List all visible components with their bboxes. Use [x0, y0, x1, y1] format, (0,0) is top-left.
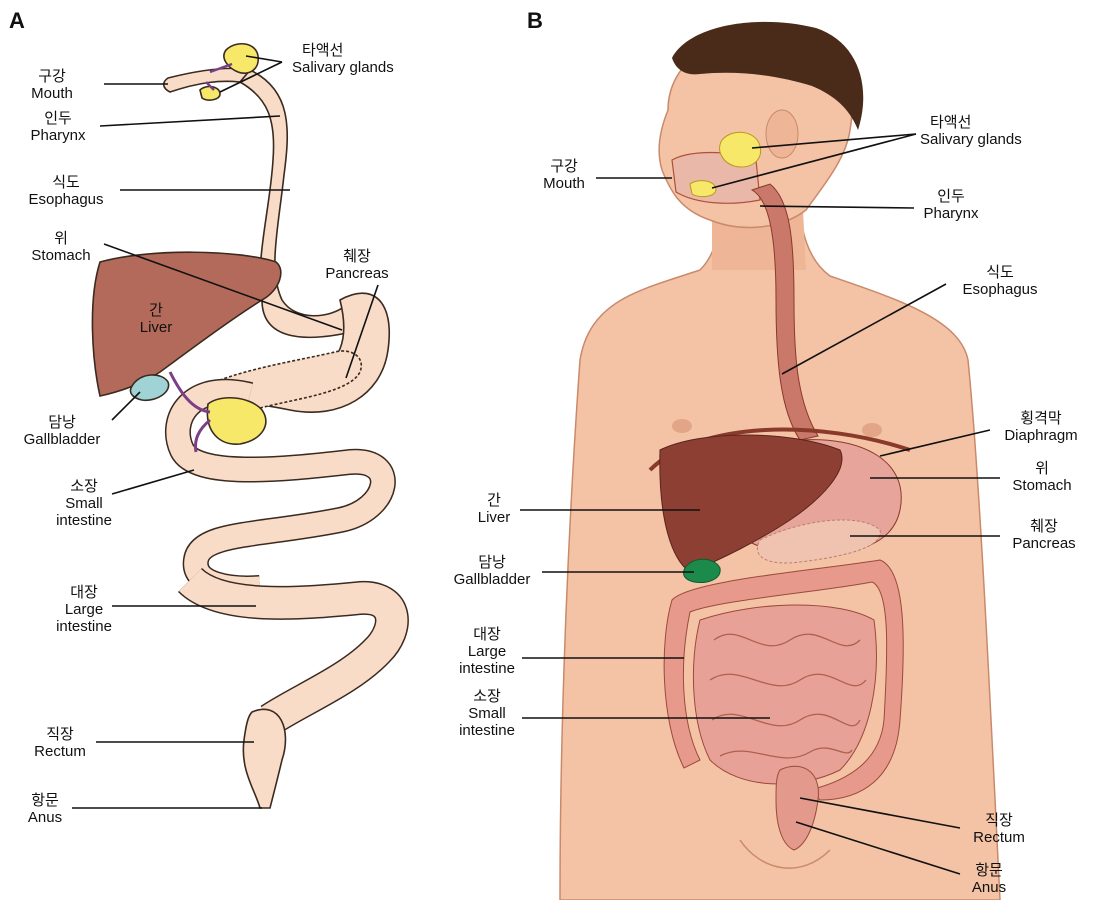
panel-a-letter: A [9, 8, 25, 34]
label-ko: 구강 [534, 158, 594, 175]
label-en: Salivary glands [920, 131, 1022, 148]
label-b-rectum: 직장 Rectum [964, 812, 1034, 846]
label-a-mouth: 구강 Mouth [22, 68, 82, 102]
label-en: Liver [126, 319, 186, 336]
label-a-pancreas: 췌장 Pancreas [316, 248, 398, 282]
label-ko: 담낭 [444, 554, 540, 571]
label-en: Stomach [22, 247, 100, 264]
label-a-anus: 항문 Anus [18, 792, 72, 826]
label-ko: 대장 [454, 626, 520, 643]
label-en: Stomach [1002, 477, 1082, 494]
label-en: Gallbladder [14, 431, 110, 448]
label-b-pancreas: 췌장 Pancreas [1002, 518, 1086, 552]
label-ko: 췌장 [316, 248, 398, 265]
pancreas-head-gland [207, 398, 266, 444]
label-en: Anus [962, 879, 1016, 896]
label-ko: 간 [126, 302, 186, 319]
label-b-anus: 항문 Anus [962, 862, 1016, 896]
label-a-small-intestine: 소장 Small intestine [54, 478, 114, 529]
label-en: intestine [54, 512, 114, 529]
b-salivary-gland-parotid [720, 132, 761, 167]
panel-a-diagram [92, 44, 391, 808]
label-b-stomach: 위 Stomach [1002, 460, 1082, 494]
label-a-stomach: 위 Stomach [22, 230, 100, 264]
label-b-esophagus: 식도 Esophagus [950, 264, 1050, 298]
salivary-gland-lower [200, 87, 220, 101]
label-ko: 구강 [22, 68, 82, 85]
label-en: Pharynx [20, 127, 96, 144]
label-en: Mouth [22, 85, 82, 102]
label-ko: 타액선 [292, 42, 394, 59]
label-en: Diaphragm [994, 427, 1088, 444]
panel-b-body [560, 22, 1000, 900]
label-en: Esophagus [950, 281, 1050, 298]
label-ko: 간 [466, 492, 522, 509]
label-b-mouth: 구강 Mouth [534, 158, 594, 192]
label-ko: 직장 [964, 812, 1034, 829]
label-en: Large [54, 601, 114, 618]
label-en: intestine [454, 722, 520, 739]
label-a-pharynx: 인두 Pharynx [20, 110, 96, 144]
rectum-shape [243, 709, 285, 808]
label-ko: 항문 [18, 792, 72, 809]
label-ko: 인두 [20, 110, 96, 127]
label-en: Esophagus [18, 191, 114, 208]
label-b-salivary-glands: 타액선 Salivary glands [920, 114, 1022, 148]
label-ko: 소장 [454, 688, 520, 705]
label-a-gallbladder: 담낭 Gallbladder [14, 414, 110, 448]
label-en: Pancreas [316, 265, 398, 282]
label-en: Rectum [28, 743, 92, 760]
b-salivary-gland-sub [690, 181, 716, 197]
label-ko: 위 [1002, 460, 1082, 477]
label-en: Gallbladder [444, 571, 540, 588]
label-ko: 횡격막 [994, 410, 1088, 427]
label-ko: 식도 [18, 174, 114, 191]
panel-b-letter: B [527, 8, 543, 34]
label-b-large-intestine: 대장 Large intestine [454, 626, 520, 677]
label-a-rectum: 직장 Rectum [28, 726, 92, 760]
label-a-large-intestine: 대장 Large intestine [54, 584, 114, 635]
label-b-liver: 간 Liver [466, 492, 522, 526]
label-en: intestine [54, 618, 114, 635]
label-en: Anus [18, 809, 72, 826]
label-ko: 대장 [54, 584, 114, 601]
label-b-diaphragm: 횡격막 Diaphragm [994, 410, 1088, 444]
label-en: Mouth [534, 175, 594, 192]
label-ko: 항문 [962, 862, 1016, 879]
label-en: Large [454, 643, 520, 660]
label-a-esophagus: 식도 Esophagus [18, 174, 114, 208]
label-ko: 직장 [28, 726, 92, 743]
label-b-small-intestine: 소장 Small intestine [454, 688, 520, 739]
label-en: Rectum [964, 829, 1034, 846]
label-b-pharynx: 인두 Pharynx [916, 188, 986, 222]
label-a-salivary-glands: 타액선 Salivary glands [292, 42, 394, 76]
label-en: Pancreas [1002, 535, 1086, 552]
label-ko: 인두 [916, 188, 986, 205]
b-small-intestine-shape [693, 605, 876, 784]
label-en: Salivary glands [292, 59, 394, 76]
label-ko: 췌장 [1002, 518, 1086, 535]
label-en: intestine [454, 660, 520, 677]
label-en: Small [54, 495, 114, 512]
label-en: Liver [466, 509, 522, 526]
label-a-liver: 간 Liver [126, 302, 186, 336]
label-ko: 위 [22, 230, 100, 247]
label-ko: 소장 [54, 478, 114, 495]
label-en: Small [454, 705, 520, 722]
label-ko: 담낭 [14, 414, 110, 431]
label-en: Pharynx [916, 205, 986, 222]
label-ko: 식도 [950, 264, 1050, 281]
label-ko: 타액선 [920, 114, 1022, 131]
label-b-gallbladder: 담낭 Gallbladder [444, 554, 540, 588]
